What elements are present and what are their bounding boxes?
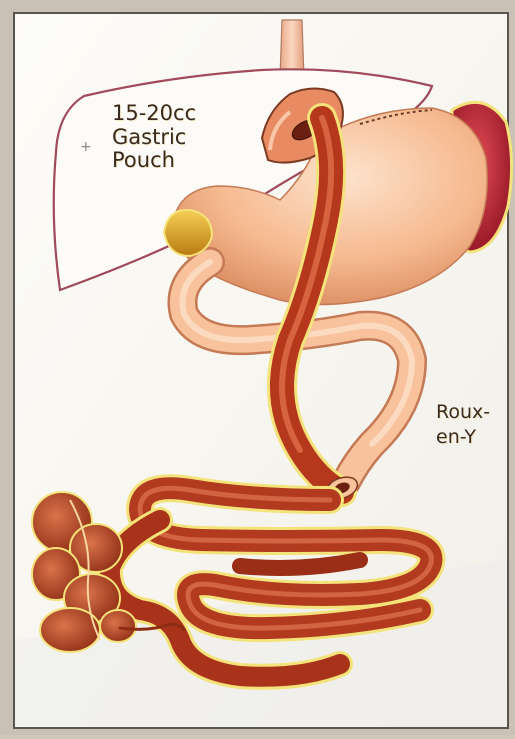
pouch-label-line-3: Pouch <box>112 149 196 173</box>
roux-label-line-1: Roux- <box>436 400 490 425</box>
plus-sign-icon: + <box>80 139 92 155</box>
gallbladder <box>164 210 212 256</box>
gastric-pouch-label: 15-20cc Gastric Pouch <box>112 102 196 173</box>
roux-label-line-2: en-Y <box>436 425 490 450</box>
pouch-label-line-1: 15-20cc <box>112 102 196 126</box>
roux-en-y-label: Roux- en-Y <box>436 400 490 449</box>
pouch-label-line-2: Gastric <box>112 126 196 150</box>
